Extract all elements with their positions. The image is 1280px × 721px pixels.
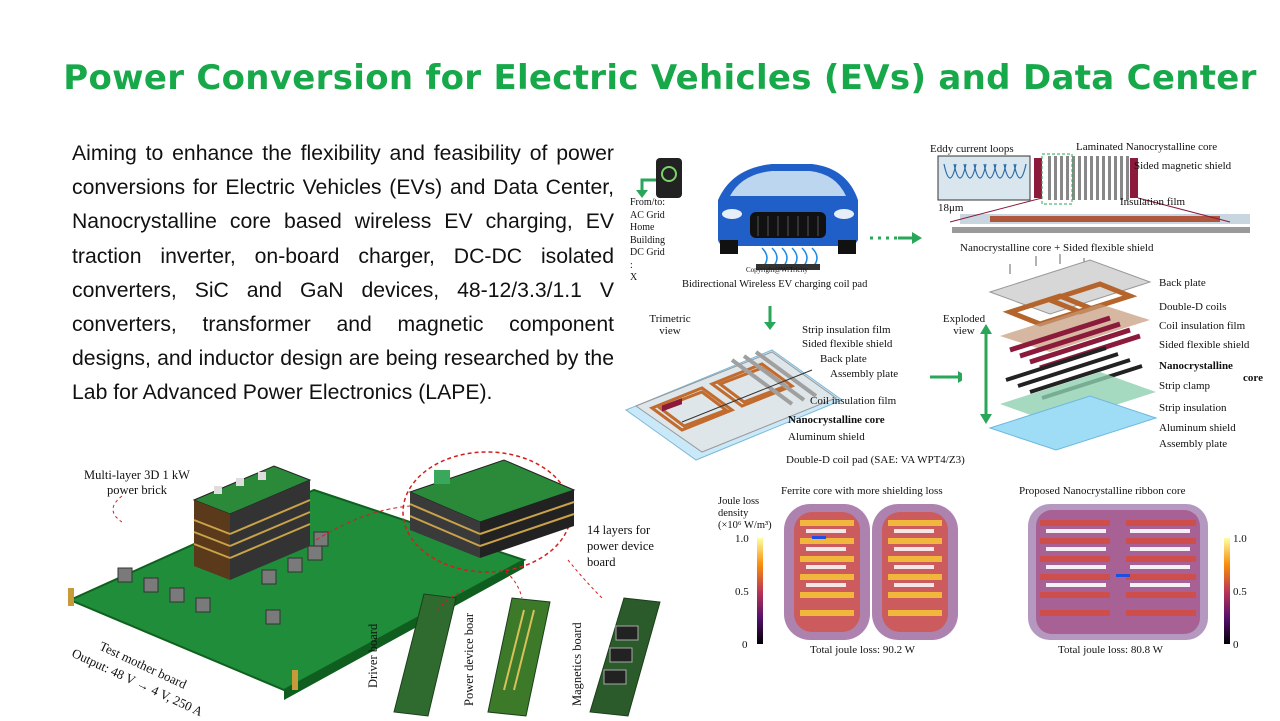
nanocrystalline-ribbon-title: Proposed Nanocrystalline ribbon core <box>1019 485 1186 497</box>
eddy-current-label: Eddy current loops <box>930 143 1014 155</box>
magnetics-board-label: Magnetics board <box>570 622 584 706</box>
electric-car <box>718 164 858 254</box>
laminated-core-label: Laminated Nanocrystalline core <box>1076 141 1218 153</box>
double-d-coils-label: Double-D coils <box>1159 301 1227 313</box>
core-caption: Nanocrystalline core + Sided flexible sh… <box>960 242 1154 254</box>
trimetric-coil-pad <box>624 306 962 461</box>
left-tick-mid: 0.5 <box>735 586 749 598</box>
nanocrystalline-core-label: Nanocrystalline core <box>788 414 885 426</box>
power-device-board-label: Power device boar <box>462 612 476 706</box>
strip-clamp-label: Strip clamp <box>1159 380 1211 392</box>
right-tick-mid: 0.5 <box>1233 586 1247 598</box>
insulation-film-label: Insulation film <box>1120 196 1186 208</box>
left-tick-high: 1.0 <box>735 533 749 545</box>
wall-charger <box>656 158 682 198</box>
power-device-board-photo <box>487 597 551 717</box>
exploded-coil-insulation-label: Coil insulation film <box>1159 320 1246 332</box>
exploded-assembly-plate-label: Assembly plate <box>1159 438 1228 450</box>
ev-charging-illustration <box>636 158 922 270</box>
colorbar-left <box>757 538 763 644</box>
driver-board-label: Driver board <box>366 623 380 688</box>
strip-insulation-film-label: Strip insulation film <box>802 324 891 336</box>
magnified-brick <box>408 459 576 558</box>
exploded-coil-pad <box>988 254 1158 451</box>
coil-pad-caption: Double-D coil pad (SAE: VA WPT4/Z3) <box>786 454 965 466</box>
nanocrystalline-total-loss: Total joule loss: 80.8 W <box>1058 644 1164 656</box>
back-plate-label: Back plate <box>820 353 867 365</box>
left-tick-low: 0 <box>742 639 748 651</box>
ev-charging-caption: Bidirectional Wireless EV charging coil … <box>682 279 868 290</box>
driver-board-photo <box>393 593 457 717</box>
right-tick-high: 1.0 <box>1233 533 1247 545</box>
sided-flexible-shield-label: Sided flexible shield <box>802 338 893 350</box>
aluminum-shield-label: Aluminum shield <box>788 431 865 443</box>
exploded-vertical-arrow <box>980 324 992 424</box>
slide-title: Power Conversion for Electric Vehicles (… <box>63 58 1257 98</box>
laminated-core-diagram <box>937 153 1250 233</box>
exploded-back-plate-label: Back plate <box>1159 277 1206 289</box>
power-brick-photo <box>67 451 661 717</box>
exploded-sided-flexible-shield-label: Sided flexible shield <box>1159 339 1250 351</box>
intro-paragraph: Aiming to enhance the flexibility and fe… <box>72 142 614 405</box>
power-brick-stack <box>192 465 312 580</box>
ferrite-loss-map <box>776 498 966 648</box>
magnetics-board-photo <box>589 597 661 717</box>
colorbar-right <box>1224 538 1230 644</box>
coil-insulation-film-label: Coil insulation film <box>810 395 897 407</box>
thickness-label: 18μm <box>938 202 964 214</box>
strip-insulation-label: Strip insulation <box>1159 402 1227 414</box>
assembly-plate-label: Assembly plate <box>830 368 899 380</box>
ferrite-core-title: Ferrite core with more shielding loss <box>781 485 943 497</box>
grid-label-list: From/to: AC Grid Home Building DC Grid :… <box>630 197 666 283</box>
ferrite-total-loss: Total joule loss: 90.2 W <box>810 644 916 656</box>
exploded-aluminum-shield-label: Aluminum shield <box>1159 422 1236 434</box>
nanocrystalline-loss-map <box>1022 498 1214 648</box>
sided-magnetic-shield-label: Sided magnetic shield <box>1134 160 1232 172</box>
copyright-label: Copyright@WiTricity <box>746 266 808 274</box>
right-tick-low: 0 <box>1233 639 1239 651</box>
